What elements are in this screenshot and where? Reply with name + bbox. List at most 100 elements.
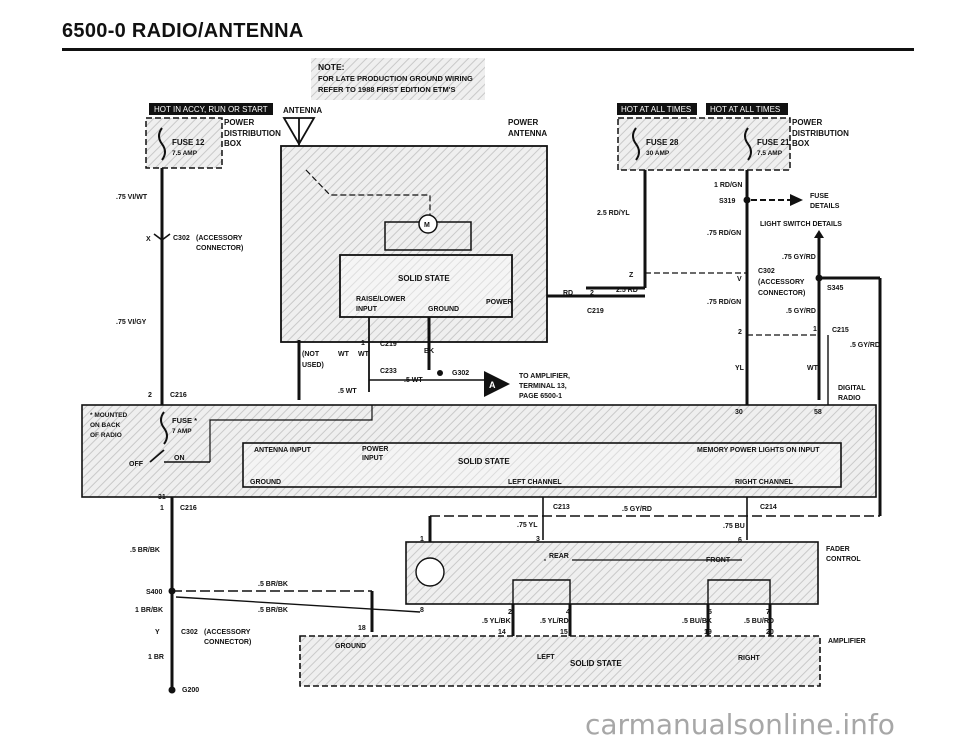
amp-ref-letter: A bbox=[489, 380, 496, 390]
hot-accy-badge bbox=[149, 103, 273, 115]
power-input-1: POWER bbox=[362, 446, 388, 453]
pin-18: 18 bbox=[358, 625, 366, 632]
g302: G302 bbox=[452, 370, 469, 377]
pd-right-2: DISTRIBUTION bbox=[792, 129, 849, 138]
wire-yl-75: .75 YL bbox=[517, 522, 538, 529]
motor-icon bbox=[418, 214, 438, 234]
g302-ground-dot bbox=[437, 370, 443, 376]
wire-vi-gy: .75 VI/GY bbox=[116, 319, 147, 326]
c214: C214 bbox=[760, 504, 777, 511]
fader-label-2: CONTROL bbox=[826, 556, 861, 563]
power-antenna-box bbox=[280, 145, 548, 343]
antenna-solid-state: SOLID STATE bbox=[398, 274, 450, 283]
fuse12-label: FUSE 12 bbox=[172, 138, 205, 147]
pin-8: 8 bbox=[420, 607, 424, 614]
pin-6: 6 bbox=[738, 537, 742, 544]
wire-5wt-b: .5 WT bbox=[338, 388, 357, 395]
wire-gy-rd-5b: .5 GY/RD bbox=[850, 342, 880, 349]
wire-rd-25: 2.5 RD bbox=[616, 287, 638, 294]
pin-1-c216: 1 bbox=[160, 505, 164, 512]
digital-radio-1: DIGITAL bbox=[838, 385, 866, 392]
g200: G200 bbox=[182, 687, 199, 694]
note-box: NOTE: FOR LATE PRODUCTION GROUND WIRING … bbox=[311, 58, 485, 100]
pin-31: 31 bbox=[158, 494, 166, 501]
c302-top: C302 bbox=[173, 235, 190, 242]
pin-14: 14 bbox=[498, 629, 506, 636]
wire-vi-wt: .75 VI/WT bbox=[116, 194, 148, 201]
pd-left-1: POWER bbox=[224, 118, 254, 127]
memory-lights-input: MEMORY POWER LIGHTS ON INPUT bbox=[697, 447, 820, 454]
note-line-1: NOTE: bbox=[318, 62, 345, 72]
fuse-star-amp: 7 AMP bbox=[172, 428, 192, 435]
pin-2-c219: 2 bbox=[590, 290, 594, 297]
pin-58: 58 bbox=[814, 409, 822, 416]
wire-bu-rd: .5 BU/RD bbox=[744, 618, 774, 625]
wire-rd: RD bbox=[563, 290, 573, 297]
pin-15: 15 bbox=[560, 629, 568, 636]
c302-top-desc-2: CONNECTOR) bbox=[196, 245, 243, 252]
pin-v: V bbox=[737, 276, 742, 283]
wire-rd-gn-75b: .75 RD/GN bbox=[707, 299, 741, 306]
hot-all-badge-2 bbox=[706, 103, 788, 115]
s400: S400 bbox=[146, 589, 162, 596]
c233: C233 bbox=[380, 368, 397, 375]
left-channel: LEFT CHANNEL bbox=[508, 479, 562, 486]
c302-bottom-desc-1: (ACCESSORY bbox=[204, 629, 251, 636]
pin-2-c216: 2 bbox=[148, 392, 152, 399]
fader-knob-icon bbox=[415, 557, 445, 587]
fuse12-amp: 7.5 AMP bbox=[172, 150, 198, 157]
hot-all-label-2: HOT AT ALL TIMES bbox=[710, 105, 780, 114]
wire-gy-rd-5: .5 GY/RD bbox=[786, 308, 816, 315]
switch-on: ON bbox=[174, 455, 185, 462]
hot-accy-label: HOT IN ACCY, RUN OR START bbox=[154, 105, 268, 114]
amp-solid-state: SOLID STATE bbox=[570, 659, 622, 668]
radio-ground: GROUND bbox=[250, 479, 281, 486]
pin-y: Y bbox=[155, 629, 160, 636]
c216-bottom: C216 bbox=[180, 505, 197, 512]
light-switch-details: LIGHT SWITCH DETAILS bbox=[760, 221, 842, 228]
amp-ref-1: TO AMPLIFIER, bbox=[519, 373, 570, 380]
fader-rear: REAR bbox=[549, 553, 569, 560]
digital-radio-2: RADIO bbox=[838, 395, 861, 402]
amp-ground: GROUND bbox=[335, 643, 366, 650]
power-antenna-2: ANTENNA bbox=[508, 129, 547, 138]
pd-right-3: BOX bbox=[792, 139, 810, 148]
pin-2-right: 2 bbox=[738, 329, 742, 336]
amp-ref-2: TERMINAL 13, bbox=[519, 383, 567, 390]
power-input-2: INPUT bbox=[362, 455, 384, 462]
g200-ground-dot bbox=[168, 686, 176, 694]
not-used-2: USED) bbox=[302, 362, 324, 369]
wire-bu-75: .75 BU bbox=[723, 523, 745, 530]
radio-solid-state-box bbox=[242, 442, 842, 488]
fuse12-box bbox=[145, 117, 223, 169]
antenna-solid-state-box bbox=[339, 254, 513, 318]
amp-right: RIGHT bbox=[738, 655, 761, 662]
c213: C213 bbox=[553, 504, 570, 511]
c219-right: C219 bbox=[587, 308, 604, 315]
pin-1-c215: 1 bbox=[813, 326, 817, 333]
wire-gy-rd-5c: .5 GY/RD bbox=[622, 506, 652, 513]
power-antenna-1: POWER bbox=[508, 118, 538, 127]
wire-br-bk-5: .5 BR/BK bbox=[130, 547, 160, 554]
pin-x: X bbox=[146, 236, 151, 243]
wire-gy-rd-75: .75 GY/RD bbox=[782, 254, 816, 261]
wire-yl-rd: .5 YL/RD bbox=[540, 618, 569, 625]
pd-left-3: BOX bbox=[224, 139, 242, 148]
c302-bottom: C302 bbox=[181, 629, 198, 636]
fuse28-label: FUSE 28 bbox=[646, 138, 679, 147]
radio-solid-state: SOLID STATE bbox=[458, 457, 510, 466]
amplifier-box bbox=[299, 635, 821, 687]
c302-right-desc-2: CONNECTOR) bbox=[758, 290, 805, 297]
pin-2-amp: 2 bbox=[508, 609, 512, 616]
antenna-ground: GROUND bbox=[428, 306, 459, 313]
fuse21-amp: 7.5 AMP bbox=[757, 150, 783, 157]
fuse28-amp: 30 AMP bbox=[646, 150, 670, 157]
not-used-1: (NOT bbox=[302, 351, 320, 358]
c216-top: C216 bbox=[170, 392, 187, 399]
fader-label-1: FADER bbox=[826, 546, 850, 553]
pin-30: 30 bbox=[735, 409, 743, 416]
wire-yl-bk: .5 YL/BK bbox=[482, 618, 511, 625]
fuse-details-2: DETAILS bbox=[810, 203, 840, 210]
c302-right: C302 bbox=[758, 268, 775, 275]
